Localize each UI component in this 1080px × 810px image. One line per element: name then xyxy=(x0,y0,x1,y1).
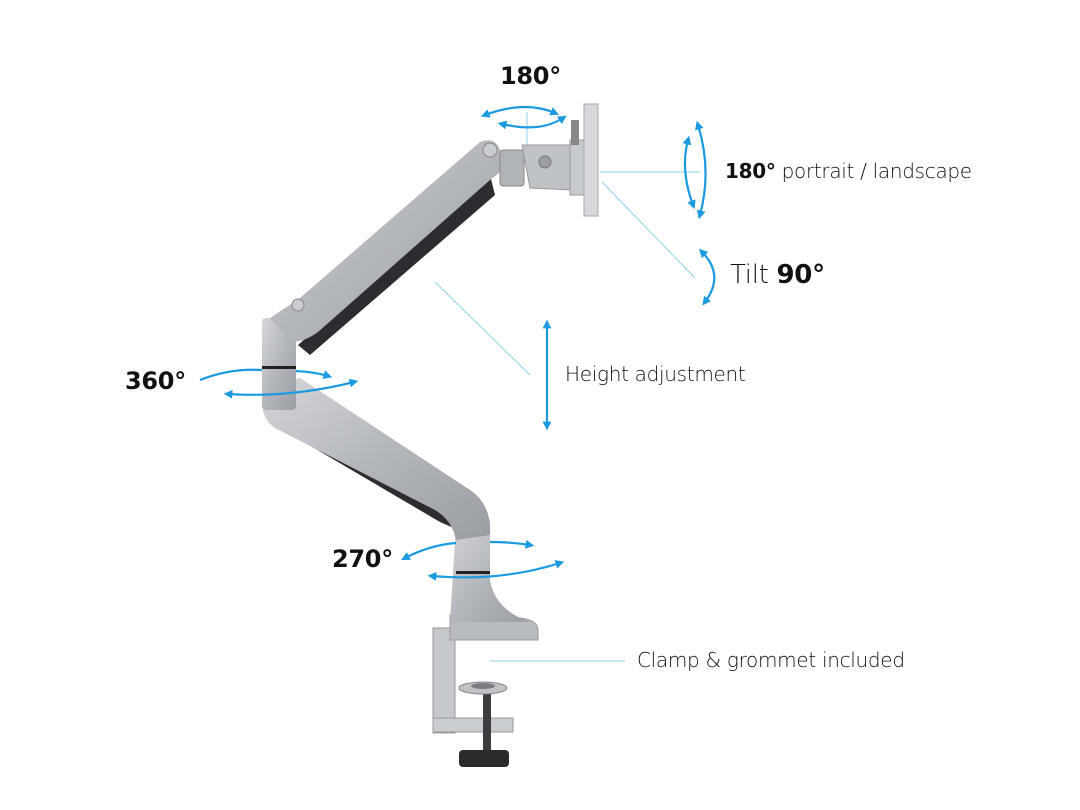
tilt-label: Tilt 90° xyxy=(730,260,825,290)
tilt-arrow xyxy=(698,248,716,306)
motion-arrows xyxy=(199,105,716,581)
base-swivel-arrow-bottom xyxy=(427,560,565,581)
elbow-swivel-arrow-top xyxy=(199,368,328,380)
rotation-label: 180° portrait / landscape xyxy=(725,159,972,183)
desk-clamp xyxy=(432,627,514,767)
head-swivel-arrow-bottom xyxy=(497,115,567,130)
clamp-label: Clamp & grommet included xyxy=(637,648,905,672)
rotation-arrow-outer xyxy=(695,120,707,220)
base-swivel-arrow-top xyxy=(405,542,530,558)
elbow-swivel-label: 360° xyxy=(125,367,186,395)
upper-arm xyxy=(270,140,505,355)
height-adjustment-label: Height adjustment xyxy=(565,362,746,386)
rotation-arrow-inner xyxy=(682,135,696,210)
base-swivel-label: 270° xyxy=(332,545,393,573)
vesa-head xyxy=(499,103,599,217)
elbow-swivel-arrow-bottom xyxy=(223,378,359,399)
lower-arm xyxy=(262,378,491,540)
tilt-text: Tilt xyxy=(730,260,769,290)
rotation-text: portrait / landscape xyxy=(781,159,972,183)
tilt-degrees: 90° xyxy=(776,260,826,290)
head-swivel-label: 180° xyxy=(500,62,561,90)
head-swivel-arrow-top xyxy=(480,105,560,118)
rotation-degrees: 180° xyxy=(725,159,776,183)
